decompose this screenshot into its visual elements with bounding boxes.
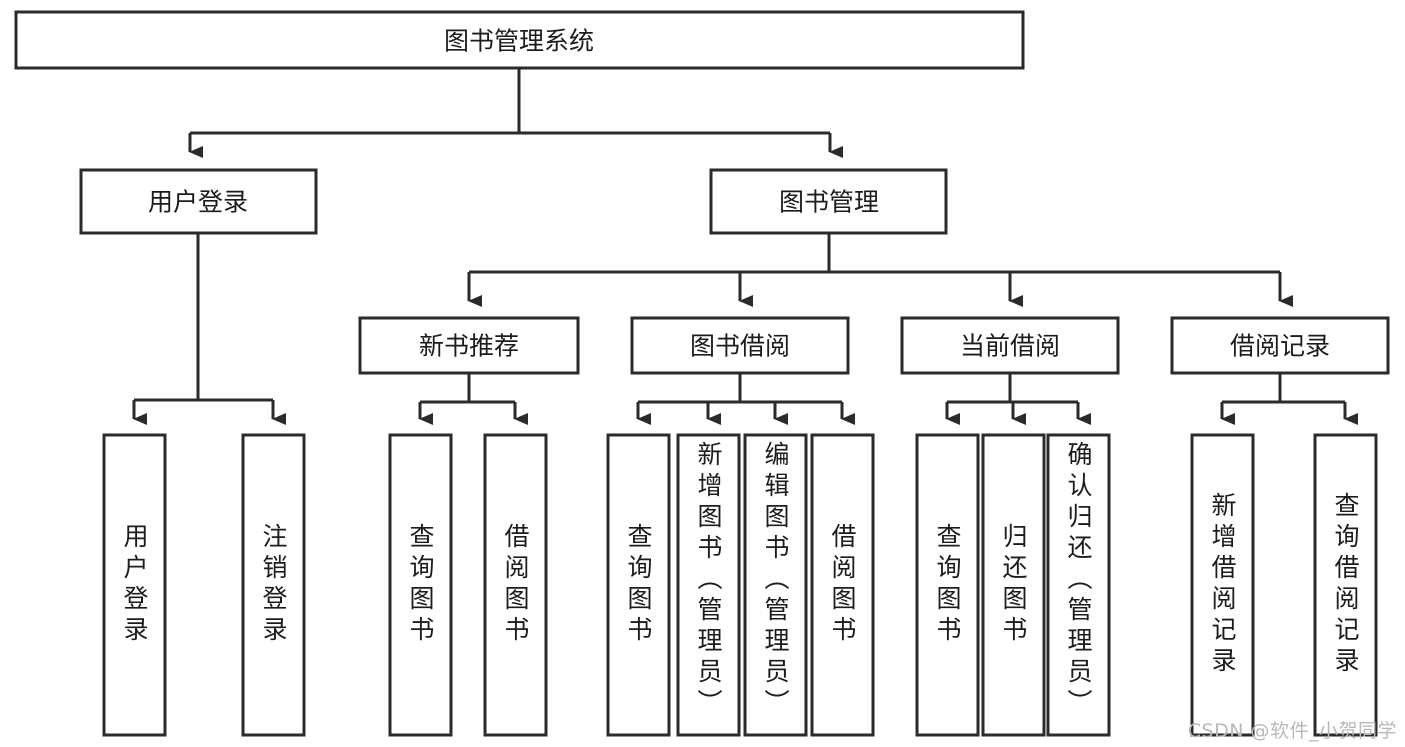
node-book-borrow[interactable]: 图书借阅: [630, 316, 850, 375]
node-root-label: 图书管理系统: [444, 27, 594, 56]
leaf-box-book-borrow-2[interactable]: [676, 433, 741, 737]
connector-bookmgmt-to-level3: [467, 233, 1293, 307]
connector-currentborrow-to-leaves: [945, 373, 1091, 425]
node-root[interactable]: 图书管理系统: [14, 10, 1025, 70]
node-book-management[interactable]: 图书管理: [709, 168, 948, 235]
leaf-box-book-borrow-4[interactable]: [810, 433, 875, 737]
node-borrow-record-label: 借阅记录: [1230, 332, 1330, 361]
node-book-management-label: 图书管理: [779, 188, 879, 217]
leaf-box-borrow-record-2[interactable]: [1313, 433, 1378, 737]
node-user-login[interactable]: 用户登录: [79, 168, 318, 235]
leaf-box-current-borrow-2[interactable]: [981, 433, 1046, 737]
leaf-box-user-login-1[interactable]: [102, 433, 167, 737]
node-new-book-recommend-label: 新书推荐: [419, 332, 519, 361]
leaf-box-new-book-2[interactable]: [483, 433, 548, 737]
node-current-borrow-label: 当前借阅: [960, 332, 1060, 361]
connector-bookborrow-to-leaves: [636, 373, 855, 425]
connector-userlogin-to-leaves: [132, 233, 286, 425]
leaf-box-book-borrow-3[interactable]: [743, 433, 808, 737]
connector-root-to-level2: [188, 68, 843, 158]
node-new-book-recommend[interactable]: 新书推荐: [358, 316, 580, 375]
leaf-box-user-login-2[interactable]: [241, 433, 306, 737]
leaf-box-current-borrow-3[interactable]: [1046, 433, 1111, 737]
leaf-box-book-borrow-1[interactable]: [606, 433, 671, 737]
leaf-box-borrow-record-1[interactable]: [1190, 433, 1255, 737]
leaf-box-current-borrow-1[interactable]: [915, 433, 980, 737]
leaf-box-new-book-1[interactable]: [388, 433, 453, 737]
connector-borrowrecord-to-leaves: [1220, 373, 1358, 425]
node-book-borrow-label: 图书借阅: [690, 332, 790, 361]
node-current-borrow[interactable]: 当前借阅: [900, 316, 1120, 375]
connector-newbook-to-leaves: [418, 373, 528, 425]
node-borrow-record[interactable]: 借阅记录: [1170, 316, 1390, 375]
node-user-login-label: 用户登录: [148, 188, 248, 217]
